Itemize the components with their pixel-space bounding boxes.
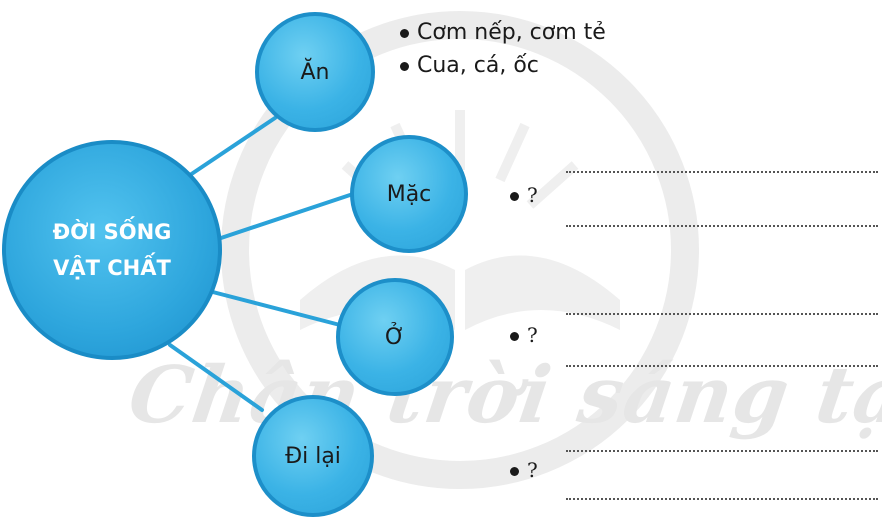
bullet-icon [400, 61, 409, 71]
answer-o: ? [510, 323, 538, 347]
connector-o [203, 288, 342, 327]
connector-di-lai [168, 343, 264, 412]
list-item: Cơm nếp, cơm tẻ [400, 20, 606, 45]
branch-di-lai: Đi lại [252, 395, 374, 517]
connector-an [188, 116, 277, 177]
center-label-line1: ĐỜI SỐNG [52, 220, 172, 244]
answer-line [566, 450, 878, 452]
branch-mac: Mặc [350, 135, 468, 253]
bullet-icon [510, 467, 519, 476]
bullet-icon [510, 192, 519, 201]
branch-an: Ăn [255, 12, 375, 132]
answer-line [566, 313, 878, 315]
answer-line [566, 225, 878, 227]
answer-di-lai: ? [510, 458, 538, 482]
bullet-icon [400, 28, 409, 38]
an-item-list: Cơm nếp, cơm tẻ Cua, cá, ốc [400, 20, 606, 86]
answer-line [566, 365, 878, 367]
connector-mac [213, 193, 352, 242]
center-node: ĐỜI SỐNG VẬT CHẤT [2, 140, 222, 360]
branch-an-label: Ăn [300, 59, 330, 85]
bullet-icon [510, 332, 519, 341]
answer-line [566, 498, 878, 500]
answer-line [566, 171, 878, 173]
branch-di-lai-label: Đi lại [285, 443, 341, 469]
list-item: Cua, cá, ốc [400, 53, 606, 78]
branch-o-label: Ở [384, 324, 406, 350]
branch-mac-label: Mặc [386, 181, 432, 207]
branch-o: Ở [336, 278, 454, 396]
answer-mac: ? [510, 183, 538, 207]
center-label-line2: VẬT CHẤT [53, 256, 171, 280]
